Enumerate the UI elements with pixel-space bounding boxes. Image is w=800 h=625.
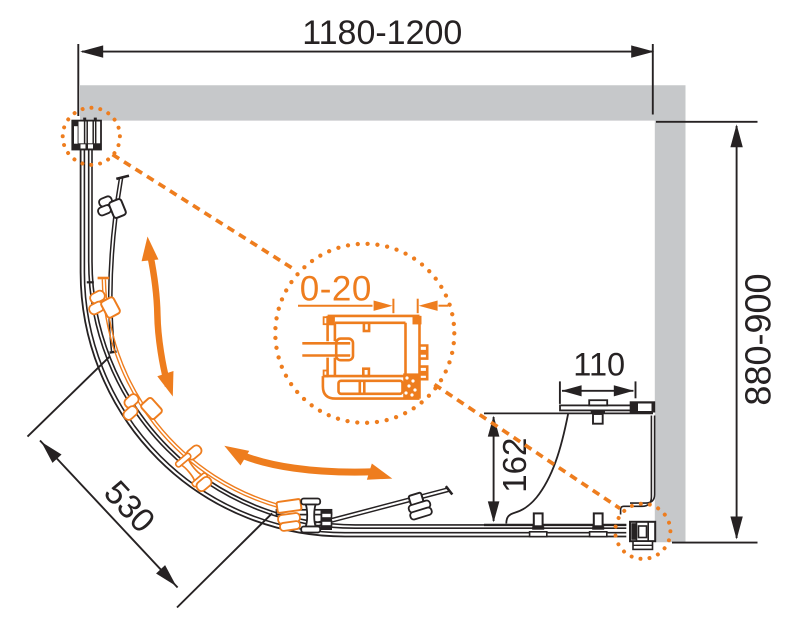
svg-text:530: 530: [96, 474, 161, 540]
svg-text:880-900: 880-900: [738, 273, 779, 405]
svg-text:1180-1200: 1180-1200: [302, 14, 462, 52]
svg-text:0-20: 0-20: [300, 270, 372, 309]
svg-text:110: 110: [573, 347, 625, 383]
